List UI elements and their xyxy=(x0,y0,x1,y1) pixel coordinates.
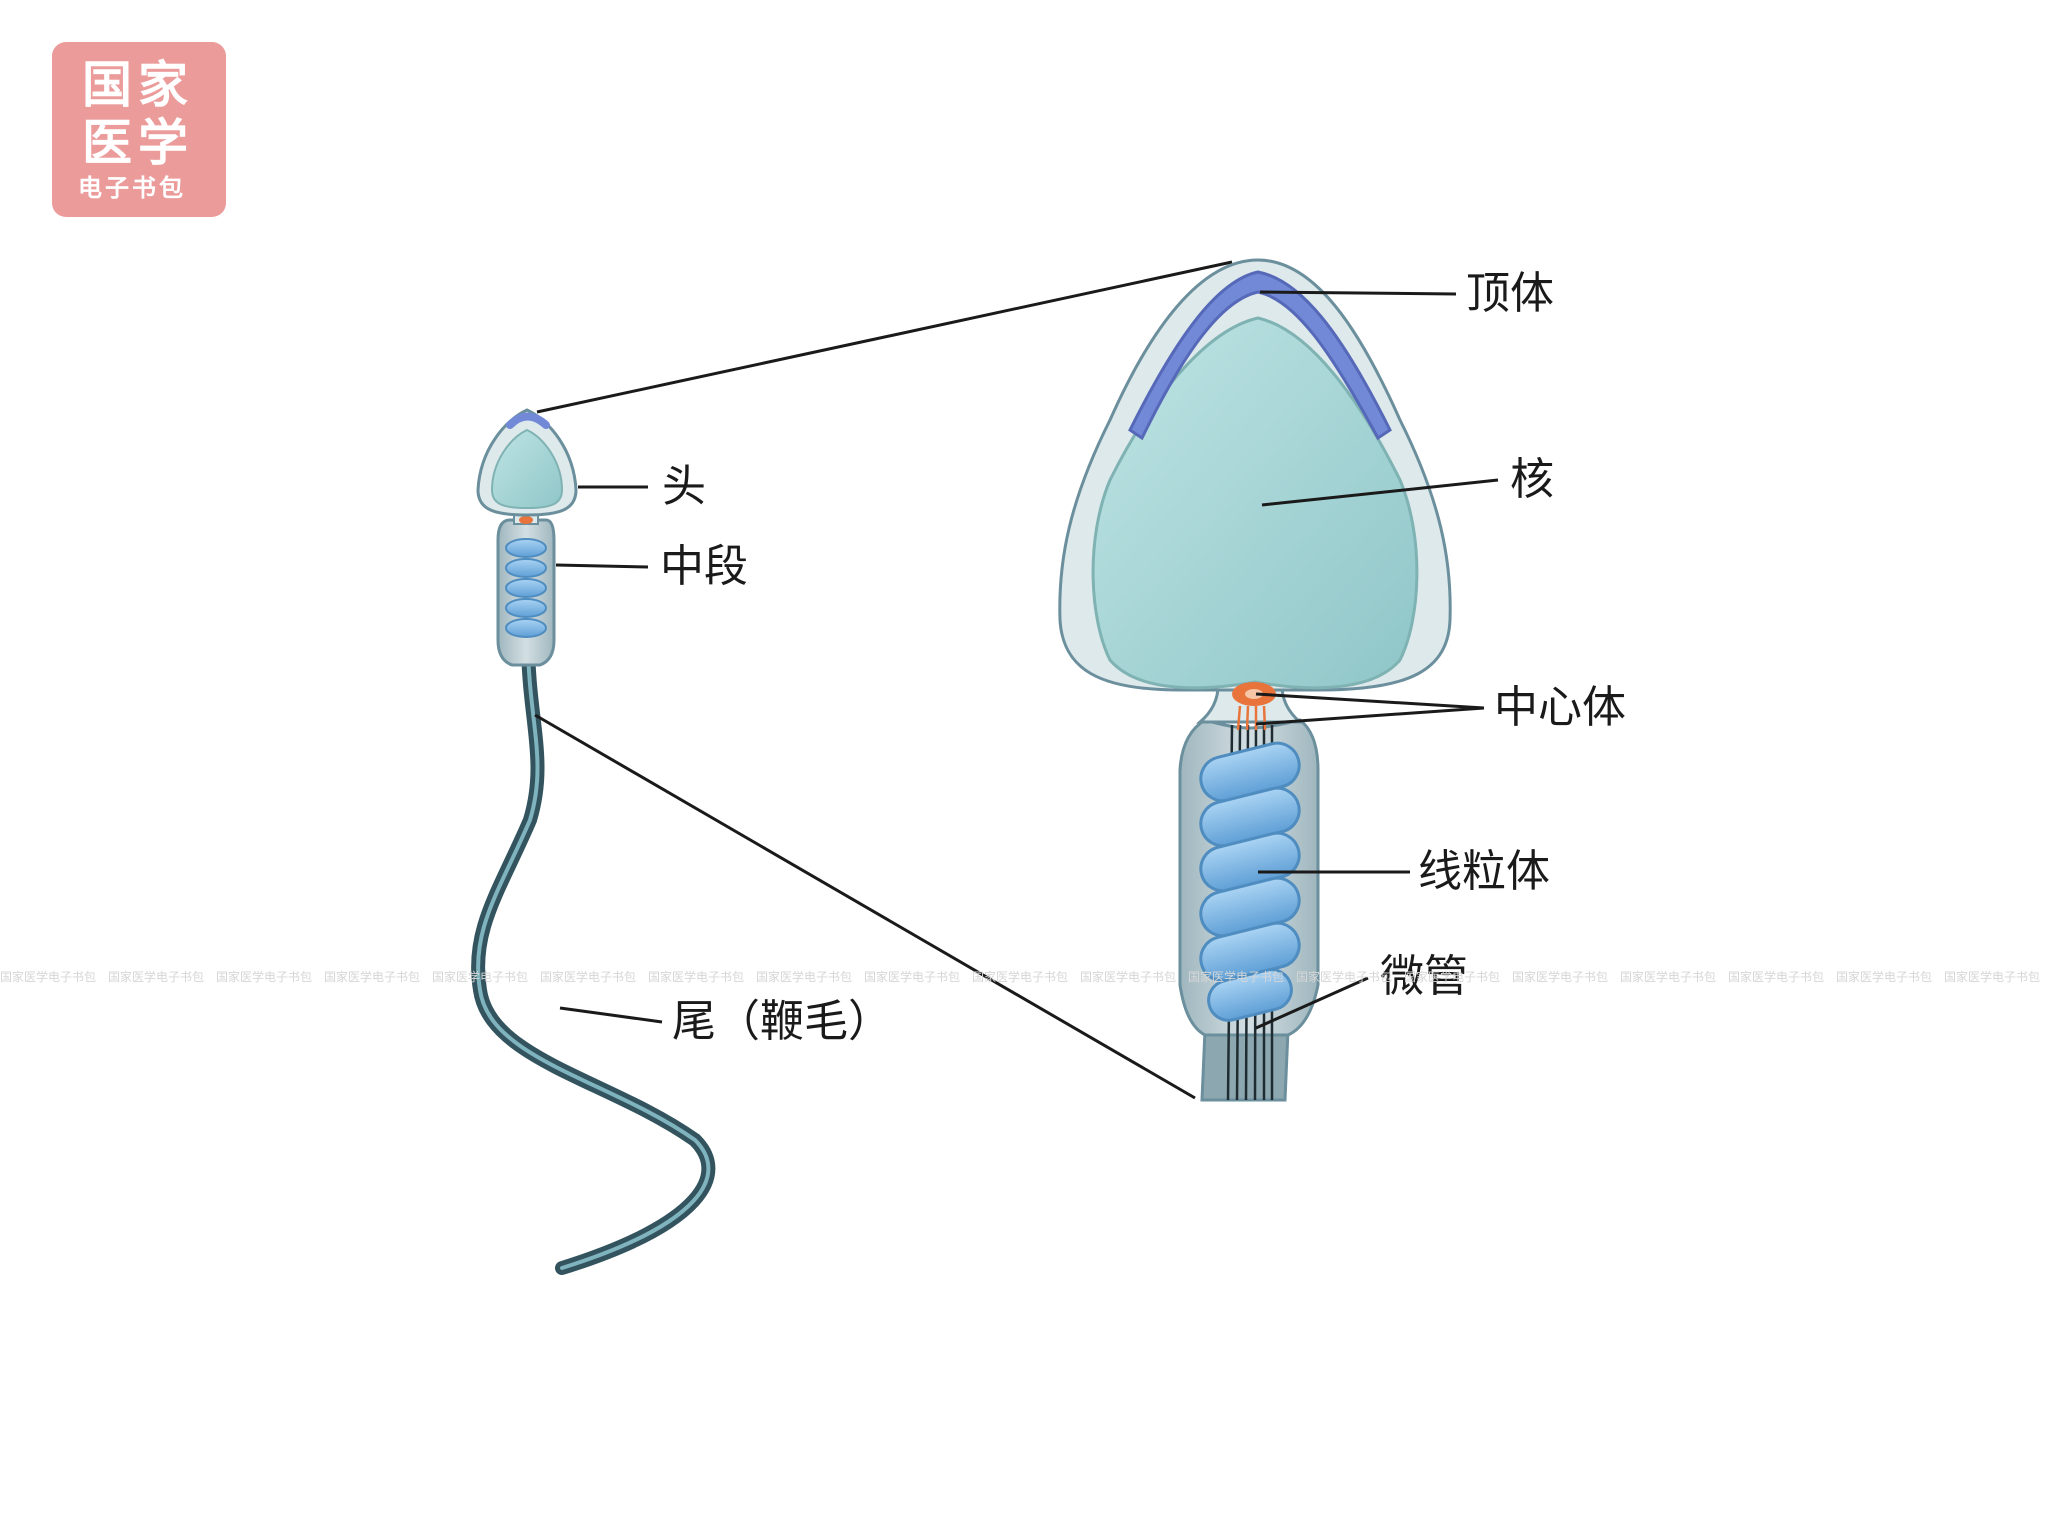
leader-nucleus xyxy=(1261,478,1499,507)
leader-centriole-2 xyxy=(1255,706,1485,726)
enlarged-sperm xyxy=(1058,258,1452,1102)
watermark-text: 国家医学电子书包 xyxy=(756,970,853,984)
label-acrosome: 顶体 xyxy=(1466,268,1554,319)
watermark-text: 国家医学电子书包 xyxy=(1188,970,1285,984)
watermark-text: 国家医学电子书包 xyxy=(432,970,529,984)
leader-tail xyxy=(559,1006,663,1024)
watermark-text: 国家医学电子书包 xyxy=(540,970,637,984)
watermark-text: 国家医学电子书包 xyxy=(1620,970,1717,984)
label-mitochondria: 线粒体 xyxy=(1418,846,1550,897)
watermark-text: 国家医学电子书包 xyxy=(108,970,205,984)
label-nucleus: 核 xyxy=(1510,454,1554,505)
centriole-fibers xyxy=(1236,705,1267,731)
zoom-line-bottom xyxy=(534,713,1196,1100)
leader-lines xyxy=(555,290,1499,1030)
large-centriole-core xyxy=(1245,689,1263,699)
small-mitochondria xyxy=(505,538,547,638)
watermark-strip: 国家医学电子书包国家医学电子书包国家医学电子书包国家医学电子书包国家医学电子书包… xyxy=(0,968,2048,985)
watermark-text: 国家医学电子书包 xyxy=(1296,970,1393,984)
small-centriole xyxy=(519,516,533,524)
watermark-text: 国家医学电子书包 xyxy=(1080,970,1177,984)
watermark-text: 国家医学电子书包 xyxy=(0,970,97,984)
label-microtubule: 微管 xyxy=(1380,951,1468,1002)
watermark-text: 国家医学电子书包 xyxy=(972,970,1069,984)
logo-line-2: 医学 xyxy=(82,113,194,172)
large-nucleus xyxy=(1091,316,1419,690)
small-sperm xyxy=(471,408,716,1275)
watermark-text: 国家医学电子书包 xyxy=(648,970,745,984)
label-centriole: 中心体 xyxy=(1494,682,1626,733)
watermark-text: 国家医学电子书包 xyxy=(864,970,961,984)
watermark-text: 国家医学电子书包 xyxy=(1836,970,1933,984)
label-tail: 尾（鞭毛） xyxy=(672,996,892,1047)
leader-midpiece xyxy=(555,563,649,569)
watermark-text: 国家医学电子书包 xyxy=(324,970,421,984)
small-tail xyxy=(471,633,716,1275)
watermark-text: 国家医学电子书包 xyxy=(1728,970,1825,984)
leader-centriole-1 xyxy=(1255,692,1485,710)
small-tail-core xyxy=(476,638,711,1270)
leader-microtubule xyxy=(1255,976,1369,1030)
large-acrosome xyxy=(1128,270,1392,441)
leader-acrosome xyxy=(1259,290,1457,296)
watermark-text: 国家医学电子书包 xyxy=(1404,970,1501,984)
small-acrosome xyxy=(506,412,550,429)
logo-line-3: 电子书包 xyxy=(78,173,186,202)
label-head: 头 xyxy=(662,461,706,512)
label-midpiece: 中段 xyxy=(660,541,748,592)
zoom-line-top xyxy=(536,260,1233,414)
publisher-logo: 国家 医学 电子书包 xyxy=(52,42,226,217)
logo-line-1: 国家 xyxy=(82,55,194,114)
small-nucleus xyxy=(490,428,564,510)
watermark-text: 国家医学电子书包 xyxy=(216,970,313,984)
watermark-text: 国家医学电子书包 xyxy=(1512,970,1609,984)
large-mitochondria xyxy=(1199,741,1301,1022)
watermark-text: 国家医学电子书包 xyxy=(1944,970,2041,984)
